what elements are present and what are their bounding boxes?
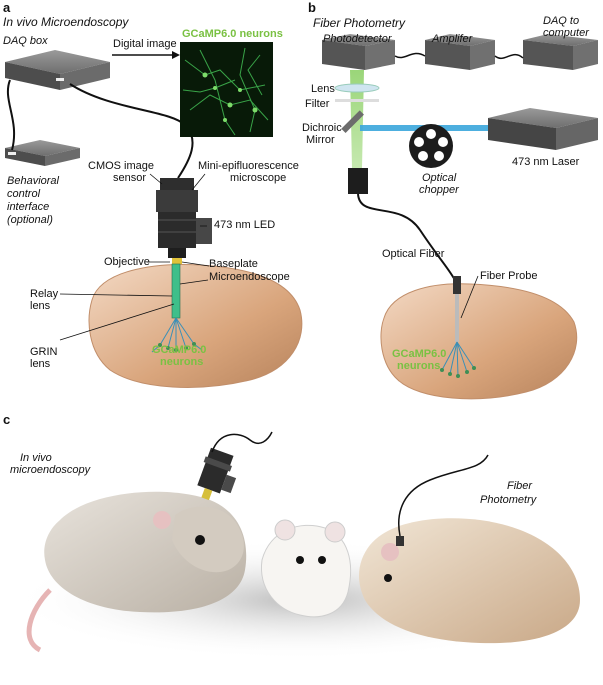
- panel-a-letter: a: [3, 0, 11, 15]
- optical-fiber-label: Optical Fiber: [382, 248, 445, 260]
- cable-amp-daq: [494, 53, 524, 60]
- microendoscope-label: Microendoscope: [209, 271, 290, 283]
- fiber-probe-label: Fiber Probe: [480, 270, 538, 282]
- behavioral-line-4: (optional): [7, 214, 53, 226]
- mini-scope-line-1: Mini-epifluorescence: [198, 160, 299, 172]
- laser-label: 473 nm Laser: [512, 156, 580, 168]
- leaders-a: [59, 173, 210, 341]
- mouse-microscope-cable: [211, 431, 273, 453]
- mouse-middle: [260, 519, 352, 618]
- mini-microscope: [156, 178, 212, 264]
- fiber-probe-leader: [460, 275, 479, 319]
- mouse-microscope: [197, 447, 237, 501]
- behavioral-control-box: [5, 140, 80, 166]
- panel-c-left-line-1: In vivo: [20, 452, 52, 464]
- fiber-probe: [453, 276, 461, 294]
- laser-box: [488, 108, 598, 150]
- daq-box: [5, 50, 110, 90]
- cmos-line-2: sensor: [113, 172, 147, 184]
- neurons-b: [441, 341, 475, 377]
- dichroic-line-1: Dichroic: [302, 122, 342, 134]
- mouse-fiber-cable: [398, 454, 489, 537]
- fiber-probe-tip: [455, 294, 459, 342]
- dichroic-mirror: [341, 110, 364, 133]
- digital-image-arrowhead: [172, 51, 180, 59]
- lens-label: Lens: [311, 83, 335, 95]
- panel-c-letter: c: [3, 412, 11, 427]
- filter-label: Filter: [305, 98, 330, 110]
- grin-line-2: lens: [30, 358, 51, 370]
- amplifier-box: [425, 34, 495, 70]
- daq-computer-line-2: computer: [543, 27, 589, 39]
- neurons-a-line-1: GCaMP6.0: [152, 344, 207, 356]
- neurons-b-line-1: GCaMP6.0: [392, 348, 447, 360]
- neurons-b-line-2: neurons: [397, 360, 441, 372]
- microendoscope-lens: [171, 263, 181, 319]
- filter-b: [335, 99, 379, 102]
- mouse-right: [358, 518, 580, 644]
- panel-b-letter: b: [308, 0, 316, 15]
- daq-computer-box: [523, 34, 598, 70]
- panel-c-right-line-1: Fiber: [507, 480, 533, 492]
- daq-behavioral-cable: [6, 79, 16, 151]
- panel-a-title: In vivo Microendoscopy: [3, 15, 129, 29]
- mini-scope-line-2: microscope: [230, 172, 287, 184]
- optical-fiber-cable: [357, 193, 457, 283]
- panel-c-left-line-2: microendoscopy: [10, 464, 91, 476]
- cmos-line-1: CMOS image: [88, 160, 155, 172]
- photodetector-box: [322, 34, 395, 70]
- daq-box-label: DAQ box: [3, 35, 48, 47]
- panel-b-title: Fiber Photometry: [313, 16, 406, 30]
- relay-line-1: Relay: [30, 288, 59, 300]
- mouse-left: [26, 491, 247, 653]
- daq-computer-line-1: DAQ to: [543, 15, 580, 27]
- optical-chopper: [409, 124, 453, 168]
- cable-pd-amp: [394, 52, 426, 59]
- lens-b: [334, 83, 380, 93]
- chopper-line-2: chopper: [419, 184, 459, 196]
- gcamp-image-title: GCaMP6.0 neurons: [182, 28, 283, 40]
- dichroic-line-2: Mirror: [306, 134, 335, 146]
- gcamp-neurons-image: [180, 42, 273, 137]
- baseplate-label: Baseplate: [209, 258, 258, 270]
- objective-label: Objective: [104, 256, 150, 268]
- behavioral-line-2: control: [7, 188, 41, 200]
- behavioral-line-3: interface: [7, 201, 50, 213]
- brain-b: [380, 283, 578, 400]
- photodetector-label: Photodetector: [323, 33, 392, 45]
- fiber-coupler: [348, 168, 368, 194]
- led-label: 473 nm LED: [214, 219, 276, 231]
- behavioral-line-1: Behavioral: [7, 175, 59, 187]
- panel-c-right-line-2: Photometry: [480, 494, 537, 506]
- digital-image-label: Digital image: [113, 38, 177, 50]
- amplifier-label: Amplifer: [432, 33, 473, 45]
- neurons-a-line-2: neurons: [160, 356, 204, 368]
- grin-line-1: GRIN: [30, 346, 58, 358]
- relay-line-2: lens: [30, 300, 51, 312]
- chopper-line-1: Optical: [422, 172, 457, 184]
